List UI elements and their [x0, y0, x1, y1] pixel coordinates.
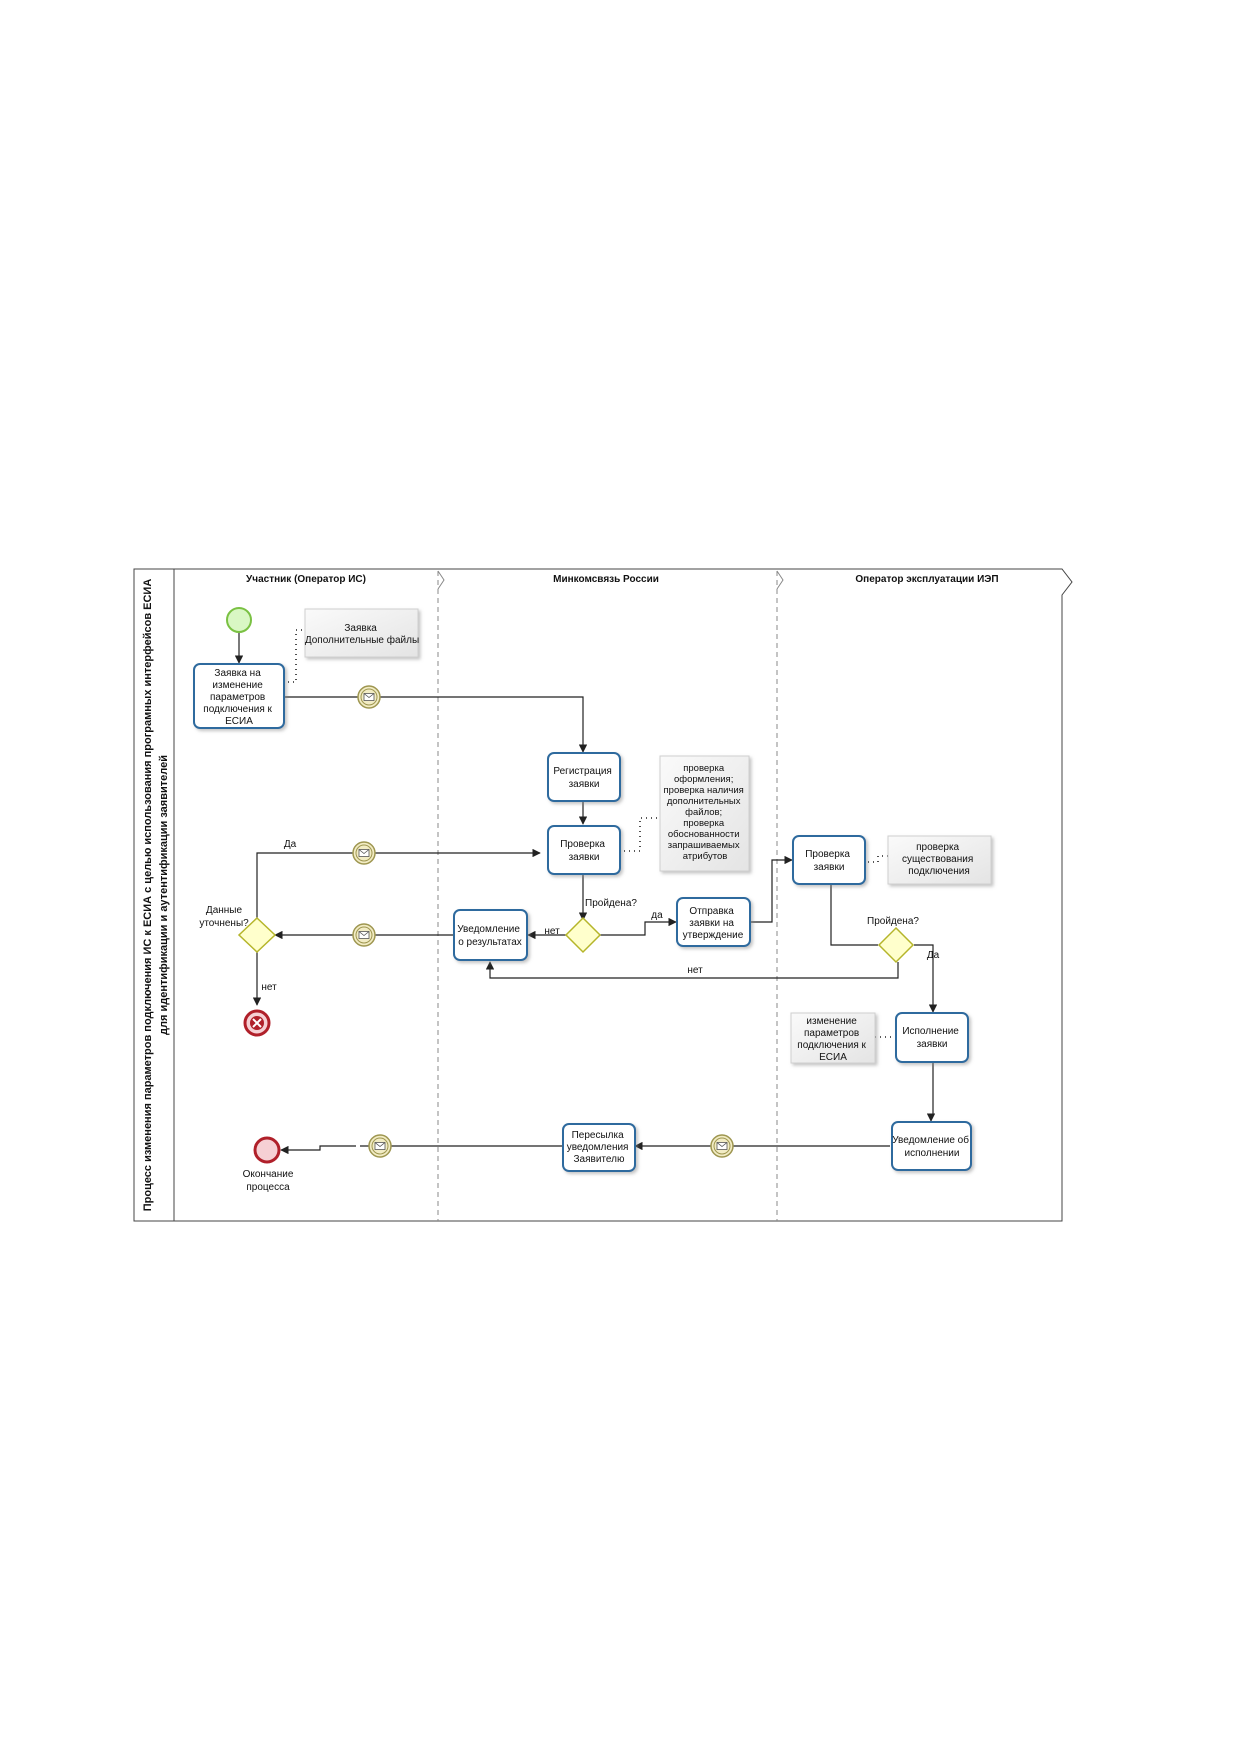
- svg-text:Заявка на изменение: Заявка на изменение параметров подключен…: [203, 668, 274, 727]
- svg-text:Пересылка уведомления: Пересылка уведомления Заявителю: [567, 1130, 632, 1165]
- pool-title-line1: Процесс изменения параметров подключения…: [142, 579, 154, 1212]
- svg-text:изменение параметров: изменение параметров подключения к ЕСИА: [797, 1016, 868, 1063]
- gateway-passed-op-label: Пройдена?: [867, 916, 919, 927]
- flow-label-no-op: нет: [687, 965, 703, 976]
- annotation-min-checks: проверка оформления; проверка наличия до…: [659, 755, 750, 872]
- svg-text:Отправка заявки на: Отправка заявки на утверждение: [683, 906, 744, 941]
- svg-text:проверка существования: проверка существования подключения: [902, 842, 976, 877]
- svg-text:проверка оформления;: проверка оформления; проверка наличия до…: [664, 763, 747, 862]
- annotation-op-change: изменение параметров подключения к ЕСИА: [790, 1012, 876, 1064]
- svg-text:Исполнение заявки: Исполнение заявки: [902, 1026, 961, 1050]
- pool-title: Процесс изменения параметров подключения…: [142, 579, 170, 1212]
- task-send-approval[interactable]: Отправка заявки на утверждение: [676, 897, 751, 947]
- task-execute[interactable]: Исполнение заявки: [895, 1012, 969, 1063]
- svg-text:Проверка заявки: Проверка заявки: [560, 839, 608, 863]
- message-event-3[interactable]: [352, 923, 376, 947]
- sequence-flows: [234, 632, 938, 1155]
- flow-execute-to-notifydone: [926, 1063, 936, 1122]
- pool-title-line2: для идентификации и аутентификации заяви…: [158, 755, 170, 1035]
- svg-text:Проверка заявки: Проверка заявки: [805, 849, 853, 873]
- task-notify-done[interactable]: Уведомление об исполнении: [891, 1121, 972, 1171]
- message-event-2[interactable]: [352, 841, 376, 865]
- gateway-data-clarified[interactable]: [237, 916, 277, 954]
- flow-opgw-no-to-notify: [485, 961, 899, 979]
- lane-dividers: [437, 570, 784, 1221]
- envelope-icon: [363, 693, 375, 701]
- lane-operator-header: Оператор эксплуатации ИЭП: [855, 574, 998, 585]
- annotation-files: Заявка Дополнительные файлы: [304, 608, 419, 658]
- svg-text:Регистрация заявки: Регистрация заявки: [553, 766, 614, 790]
- task-notify-results[interactable]: Уведомление о результатах: [453, 909, 528, 961]
- flow-label-no-end: нет: [261, 982, 277, 993]
- flow-opcheck-to-gateway: [830, 885, 878, 946]
- svg-text:Уведомление о результата: Уведомление о результатах: [457, 924, 522, 948]
- msg-flow-yes-to-check: [256, 848, 541, 918]
- lane-ministry-header: Минкомсвязь России: [553, 574, 659, 585]
- task-request-change[interactable]: Заявка на изменение параметров подключен…: [193, 663, 285, 729]
- flow-label-yes-top: Да: [284, 839, 297, 850]
- end-event-label-line2: процесса: [246, 1182, 290, 1193]
- gateway-data-clarified-label-line1: Данные: [206, 905, 243, 916]
- flow-label-yes-min: да: [651, 910, 663, 921]
- associations: [288, 629, 898, 1038]
- svg-text:Уведомление об исполнени: Уведомление об исполнении: [892, 1134, 972, 1159]
- flow-gateway-yes-to-send: [600, 917, 677, 936]
- assoc-op-check: [868, 855, 888, 863]
- message-event-4[interactable]: [710, 1134, 734, 1158]
- end-event[interactable]: [253, 1136, 281, 1164]
- task-check-op[interactable]: Проверка заявки: [792, 835, 866, 885]
- flow-request-to-registration: [285, 696, 588, 753]
- gateway-passed-min-label: Пройдена?: [585, 898, 637, 909]
- gateway-passed-op[interactable]: [877, 926, 915, 964]
- flow-opgw-yes-to-execute: [914, 944, 938, 1013]
- flow-send-to-opcheck: [750, 855, 793, 923]
- envelope-icon: [358, 931, 370, 939]
- message-event-1[interactable]: [357, 685, 381, 709]
- task-registration[interactable]: Регистрация заявки: [547, 752, 621, 802]
- flow-label-no-min: нет: [544, 926, 560, 937]
- message-event-5[interactable]: [368, 1134, 392, 1158]
- task-check-min[interactable]: Проверка заявки: [547, 825, 621, 875]
- gateway-passed-min[interactable]: [564, 916, 602, 954]
- start-event[interactable]: [226, 607, 252, 633]
- end-event-label-line1: Окончание: [243, 1169, 294, 1180]
- svg-text:Заявка Дополнительные фа: Заявка Дополнительные файлы: [305, 623, 419, 646]
- task-forward-notice[interactable]: Пересылка уведомления Заявителю: [562, 1123, 636, 1172]
- gateway-data-clarified-label-line2: уточнены?: [199, 918, 249, 929]
- message-flows: [256, 848, 890, 1151]
- error-end-event[interactable]: [243, 1009, 271, 1037]
- envelope-icon: [358, 849, 370, 857]
- flow-label-yes-op: Да: [927, 950, 940, 961]
- lane-participant-header: Участник (Оператор ИС): [246, 574, 366, 585]
- annotation-op-check: проверка существования подключения: [887, 835, 992, 885]
- flow-forward-to-end: [280, 1145, 356, 1155]
- envelope-icon: [374, 1142, 386, 1150]
- envelope-icon: [716, 1142, 728, 1150]
